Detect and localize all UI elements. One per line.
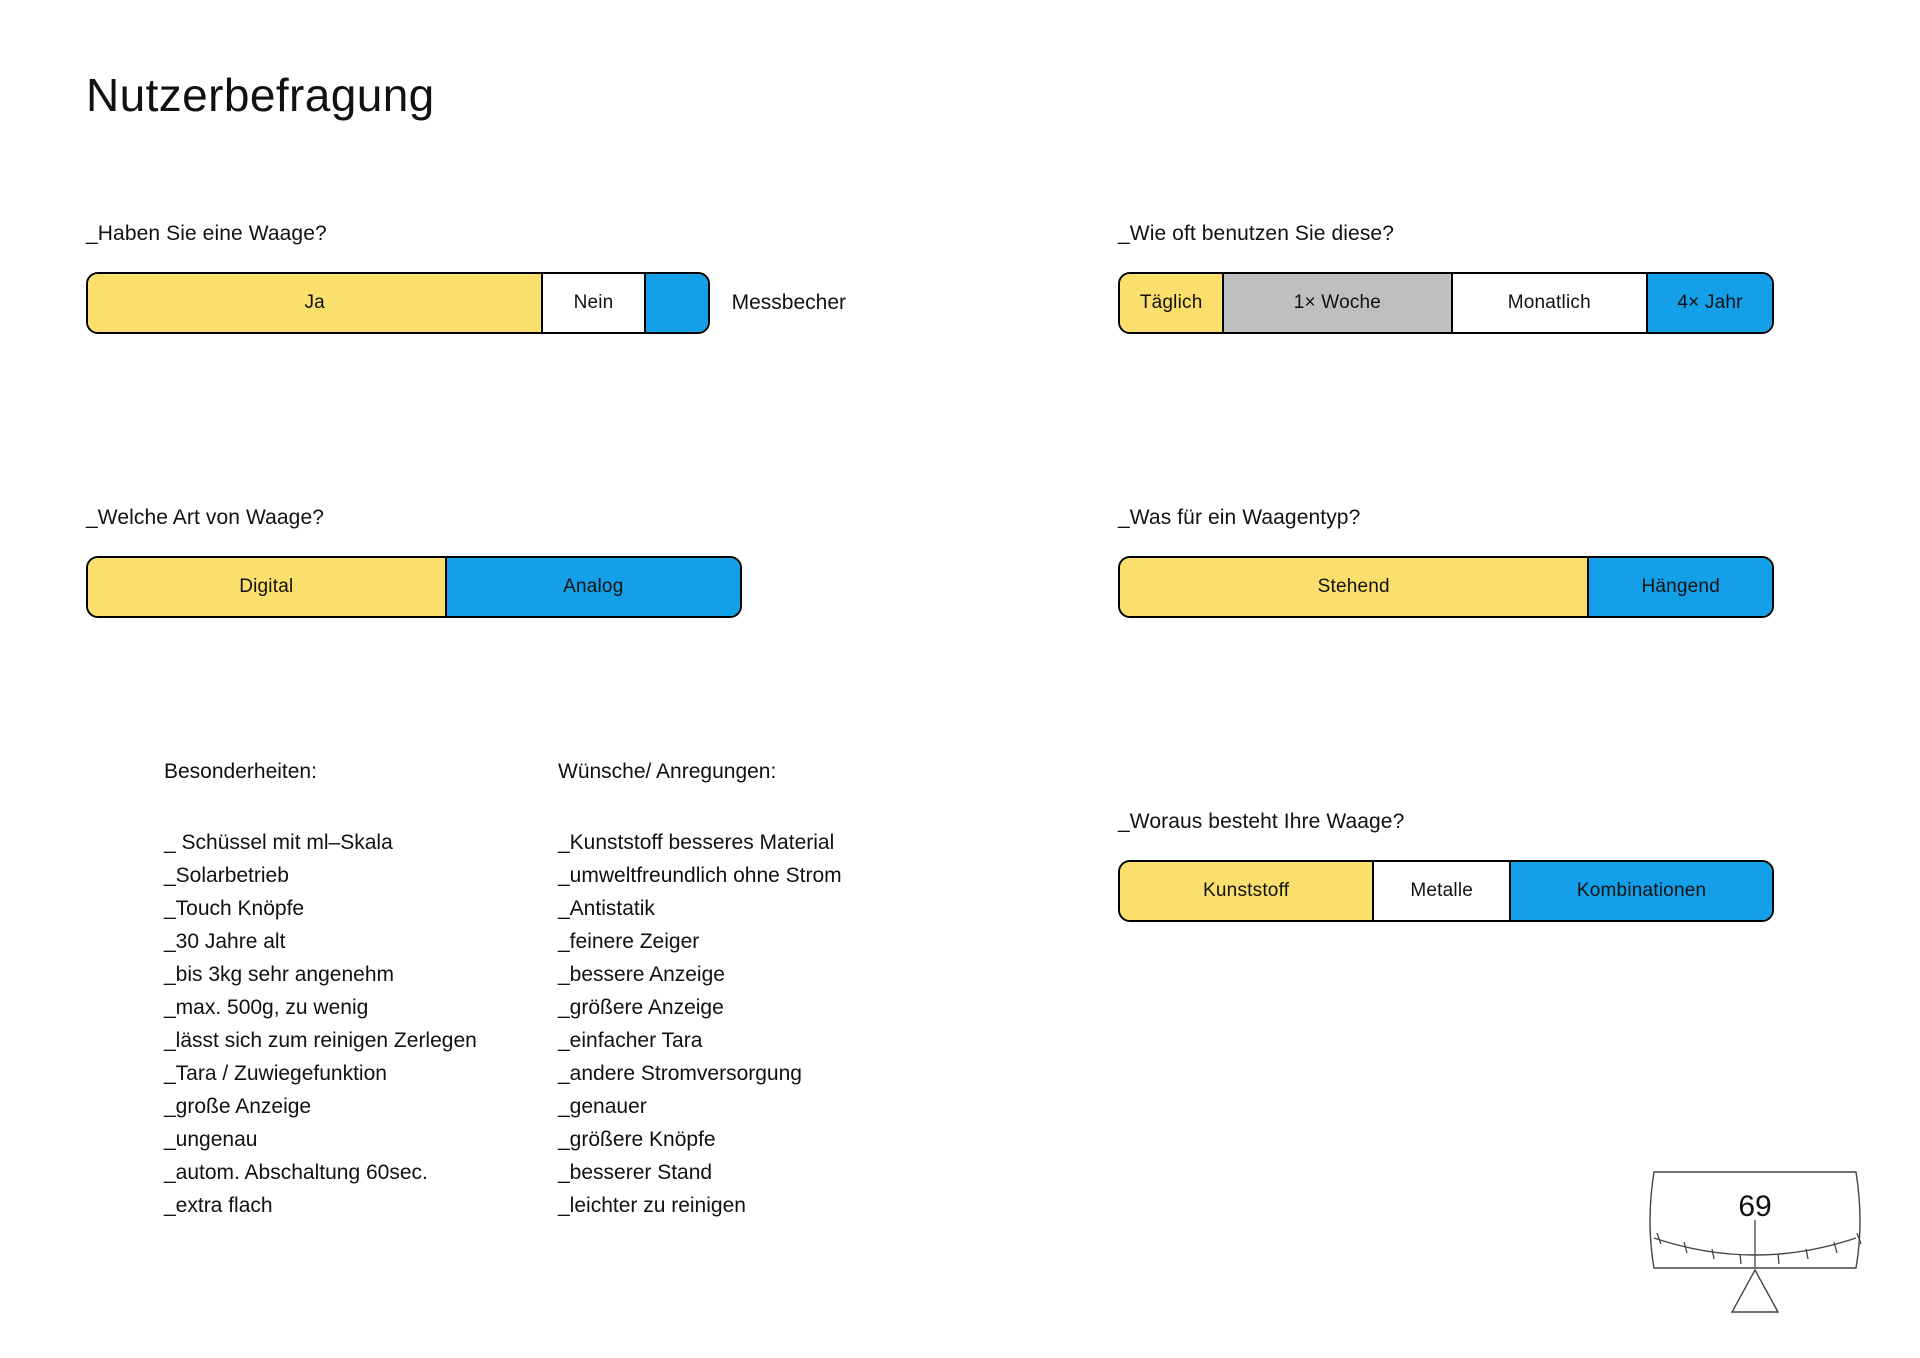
- bar-segment[interactable]: Täglich: [1120, 274, 1225, 332]
- bar-segment[interactable]: 4× Jahr: [1648, 274, 1772, 332]
- list-item: _ungenau: [164, 1128, 258, 1151]
- bar-segment-label: Kunststoff: [1203, 880, 1290, 901]
- page-marker-scale-graphic: 69: [1640, 1160, 1880, 1330]
- list-item: _max. 500g, zu wenig: [164, 996, 369, 1019]
- list-item: _bis 3kg sehr angenehm: [164, 963, 394, 986]
- bar-row: Ja Nein Messbecher: [86, 272, 846, 334]
- balance-scale-icon: [1649, 1171, 1862, 1313]
- bar-row: Täglich 1× Woche Monatlich 4× Jahr: [1118, 272, 1778, 334]
- list-item: _größere Anzeige: [558, 996, 724, 1019]
- list-item: _leichter zu reinigen: [558, 1194, 746, 1217]
- bar-trailing-label: Messbecher: [731, 291, 846, 314]
- stacked-bar-material[interactable]: Kunststoff Metalle Kombinationen: [1118, 860, 1774, 922]
- list-item: _Antistatik: [558, 897, 655, 920]
- question-block-waage-vorhanden: _Haben Sie eine Waage? Ja Nein Messbecher: [86, 222, 846, 334]
- list-item: _ Schüssel mit ml–Skala: [164, 831, 393, 854]
- list-item: _Touch Knöpfe: [164, 897, 305, 920]
- question-label: _Welche Art von Waage?: [86, 506, 324, 529]
- stacked-bar-nutzungshaeufigkeit[interactable]: Täglich 1× Woche Monatlich 4× Jahr: [1118, 272, 1774, 334]
- question-block-art-von-waage: _Welche Art von Waage? Digital Analog: [86, 506, 846, 618]
- list-item: _Solarbetrieb: [164, 864, 289, 887]
- list-item: _besserer Stand: [558, 1161, 713, 1184]
- question-block-material: _Woraus besteht Ihre Waage? Kunststoff Me…: [1118, 810, 1778, 922]
- list-wuensche: Wünsche/ Anregungen: _Kunststoff bessere…: [558, 760, 842, 1222]
- bar-row: Digital Analog: [86, 556, 846, 618]
- list-items: _ Schüssel mit ml–Skala _Solarbetrieb _Tou…: [164, 826, 477, 1222]
- list-items: _Kunststoff besseres Material _umweltfreu…: [558, 826, 842, 1222]
- list-item: _feinere Zeiger: [558, 930, 700, 953]
- question-label: _Haben Sie eine Waage?: [86, 222, 327, 245]
- list-item: _größere Knöpfe: [558, 1128, 716, 1151]
- list-item: _30 Jahre alt: [164, 930, 286, 953]
- bar-segment-label: Nein: [573, 292, 614, 313]
- question-label: _Wie oft benutzen Sie diese?: [1118, 222, 1394, 245]
- list-item: _extra flach: [164, 1194, 273, 1217]
- bar-segment-label: Digital: [239, 576, 294, 597]
- list-item: _Kunststoff besseres Material: [558, 831, 835, 854]
- bar-segment-label: Stehend: [1317, 576, 1390, 597]
- bar-segment[interactable]: Stehend: [1120, 558, 1590, 616]
- list-item: _lässt sich zum reinigen Zerlegen: [164, 1029, 477, 1052]
- bar-segment-label: Analog: [563, 576, 624, 597]
- question-block-nutzungshaeufigkeit: _Wie oft benutzen Sie diese? Täglich 1× W…: [1118, 222, 1778, 334]
- bar-segment[interactable]: Metalle: [1374, 862, 1512, 920]
- question-label: _Woraus besteht Ihre Waage?: [1118, 810, 1405, 833]
- list-heading: Besonderheiten:: [164, 760, 317, 783]
- bar-segment-label: 1× Woche: [1293, 292, 1382, 313]
- bar-segment-label: Hängend: [1641, 576, 1720, 597]
- bar-segment[interactable]: Ja: [88, 274, 544, 332]
- bar-segment[interactable]: Analog: [446, 558, 740, 616]
- bar-row: Stehend Hängend: [1118, 556, 1778, 618]
- list-item: _einfacher Tara: [558, 1029, 703, 1052]
- bar-segment-label: 4× Jahr: [1677, 292, 1743, 313]
- bar-row: Kunststoff Metalle Kombinationen: [1118, 860, 1778, 922]
- bar-segment-label: Kombinationen: [1576, 880, 1707, 901]
- question-label: _Was für ein Waagentyp?: [1118, 506, 1361, 529]
- list-item: _große Anzeige: [164, 1095, 312, 1118]
- bar-segment-label: Ja: [304, 292, 325, 313]
- list-item: _andere Stromversorgung: [558, 1062, 802, 1085]
- bar-segment[interactable]: Hängend: [1589, 558, 1772, 616]
- list-heading: Wünsche/ Anregungen:: [558, 760, 777, 783]
- page-title: Nutzerbefragung: [86, 69, 435, 121]
- list-item: _Tara / Zuwiegefunktion: [164, 1062, 387, 1085]
- bar-segment[interactable]: Kombinationen: [1511, 862, 1772, 920]
- bar-segment[interactable]: Monatlich: [1452, 274, 1649, 332]
- bar-segment[interactable]: Kunststoff: [1120, 862, 1375, 920]
- list-item: _autom. Abschaltung 60sec.: [164, 1161, 428, 1184]
- stacked-bar-waage-vorhanden[interactable]: Ja Nein: [86, 272, 710, 334]
- list-besonderheiten: Besonderheiten: _ Schüssel mit ml–Skala_…: [164, 760, 477, 1222]
- stacked-bar-art-von-waage[interactable]: Digital Analog: [86, 556, 742, 618]
- bar-segment[interactable]: Digital: [88, 558, 447, 616]
- list-item: _genauer: [558, 1095, 647, 1118]
- question-block-waagentyp: _Was für ein Waagentyp? Stehend Hängend: [1118, 506, 1778, 618]
- bar-segment[interactable]: 1× Woche: [1224, 274, 1453, 332]
- bar-segment-label: Monatlich: [1507, 292, 1591, 313]
- list-item: _umweltfreundlich ohne Strom: [558, 864, 842, 887]
- bar-segment[interactable]: Nein: [543, 274, 646, 332]
- stacked-bar-waagentyp[interactable]: Stehend Hängend: [1118, 556, 1774, 618]
- list-item: _bessere Anzeige: [558, 963, 725, 986]
- page-number: 69: [1738, 1190, 1772, 1223]
- bar-segment-label: Täglich: [1139, 292, 1203, 313]
- bar-segment-label: Metalle: [1410, 880, 1474, 901]
- bar-segment[interactable]: [645, 274, 708, 332]
